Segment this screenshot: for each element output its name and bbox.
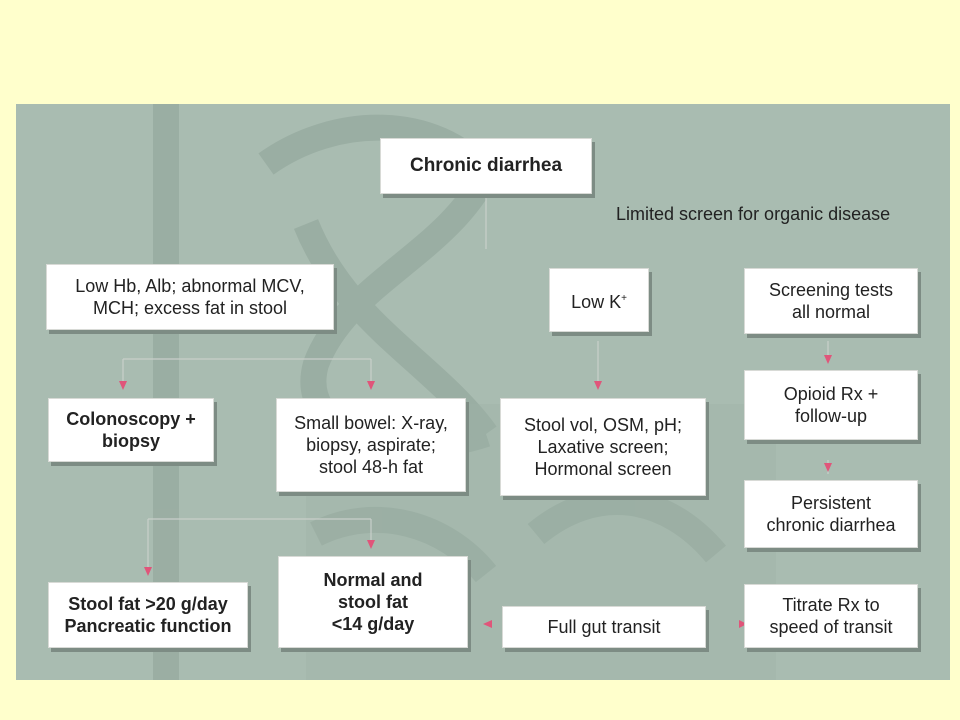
arrowhead-persistent: [824, 463, 832, 472]
small-bowel-label: Small bowel: X-ray, biopsy, aspirate; st…: [294, 413, 448, 477]
normal-stool-fat-box: Normal and stool fat <14 g/day: [278, 556, 468, 648]
titrate-label: Titrate Rx to speed of transit: [769, 595, 893, 637]
screening-normal-label: Screening tests all normal: [768, 280, 894, 322]
low-hb-box: Low Hb, Alb; abnormal MCV, MCH; excess f…: [46, 264, 334, 330]
arrowhead-colonoscopy: [119, 381, 127, 390]
low-k-box: Low K+: [549, 268, 649, 332]
stool-fat-high-label: Stool fat >20 g/day Pancreatic function: [64, 594, 232, 636]
limited-screen-note: Limited screen for organic disease: [616, 204, 891, 224]
colonoscopy-box: Colonoscopy + biopsy: [48, 398, 214, 462]
opioid-label: Opioid Rx + follow-up: [783, 384, 879, 426]
low-k-label: Low K+: [571, 288, 627, 313]
arrowhead-to-normal: [483, 620, 492, 628]
arrowhead-stool-vol: [594, 381, 602, 390]
full-gut-transit-box: Full gut transit: [502, 606, 706, 648]
chronic-diarrhea-label: Chronic diarrhea: [409, 155, 563, 176]
low-k-superscript: +: [621, 292, 627, 304]
screening-normal-box: Screening tests all normal: [744, 268, 918, 334]
arrowhead-to-titrate: [739, 620, 747, 628]
full-gut-transit-label: Full gut transit: [547, 617, 661, 637]
arrowhead-stool-fat-high: [144, 567, 152, 576]
opioid-box: Opioid Rx + follow-up: [744, 370, 918, 440]
low-hb-label: Low Hb, Alb; abnormal MCV, MCH; excess f…: [75, 276, 305, 318]
titrate-box: Titrate Rx to speed of transit: [744, 584, 918, 648]
low-k-text: Low K: [571, 291, 622, 312]
chronic-diarrhea-box: Chronic diarrhea: [380, 138, 592, 194]
diagram-panel: Chronic diarrhea Limited screen for orga…: [16, 104, 950, 680]
connector-lines: [119, 194, 832, 628]
normal-stool-fat-label: Normal and stool fat <14 g/day: [323, 570, 423, 634]
colonoscopy-label: Colonoscopy + biopsy: [66, 409, 196, 451]
arrowheads: [119, 355, 832, 628]
persistent-diarrhea-box: Persistent chronic diarrhea: [744, 480, 918, 548]
arrowhead-opioid: [824, 355, 832, 364]
stool-vol-label: Stool vol, OSM, pH; Laxative screen; Hor…: [523, 415, 683, 479]
small-bowel-box: Small bowel: X-ray, biopsy, aspirate; st…: [276, 398, 466, 492]
stool-fat-high-box: Stool fat >20 g/day Pancreatic function: [48, 582, 248, 648]
arrowhead-small-bowel: [367, 381, 375, 390]
persistent-diarrhea-label: Persistent chronic diarrhea: [766, 493, 896, 535]
stool-vol-box: Stool vol, OSM, pH; Laxative screen; Hor…: [500, 398, 706, 496]
arrowhead-normal-stool-fat: [367, 540, 375, 549]
